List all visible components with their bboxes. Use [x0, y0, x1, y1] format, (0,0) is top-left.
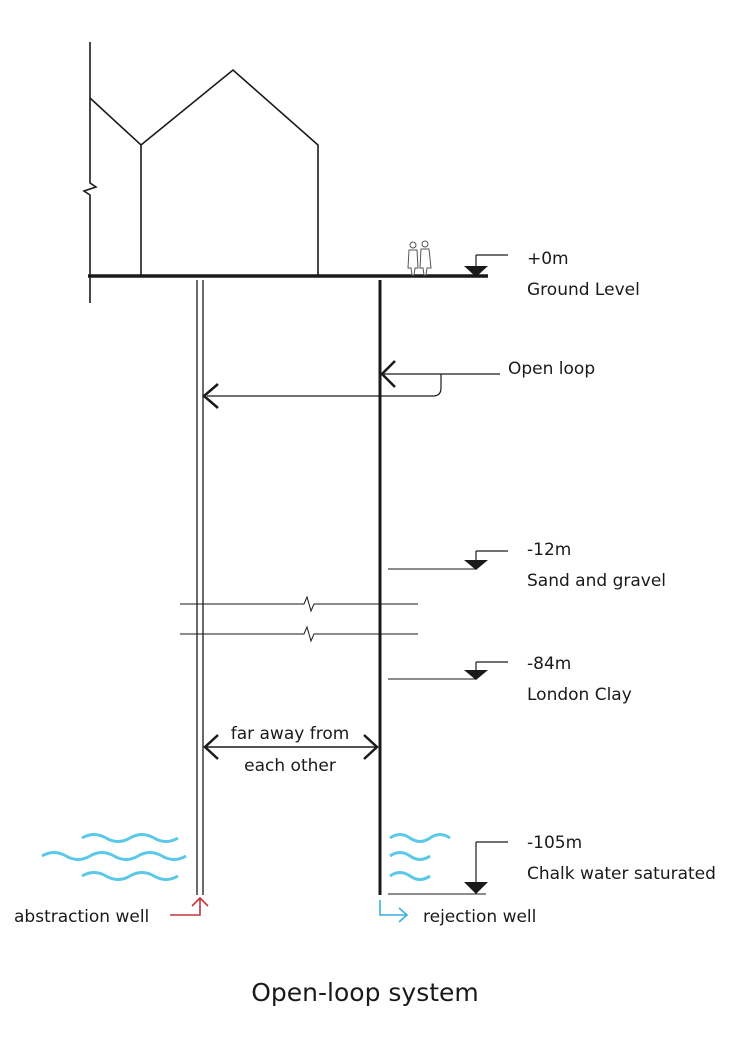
sand-gravel-name: Sand and gravel	[527, 571, 667, 591]
rejection-arrow-icon	[379, 900, 409, 923]
diagram-title: Open-loop system	[251, 978, 479, 1007]
ground-level-name: Ground Level	[527, 280, 640, 300]
chalk-name: Chalk water saturated	[527, 864, 716, 884]
wave-icon	[41, 833, 187, 881]
people-icon	[407, 240, 432, 276]
wave-icon	[389, 833, 451, 881]
break-line-icon	[180, 595, 418, 643]
london-clay-depth: -84m	[527, 654, 572, 674]
chalk-depth: -105m	[527, 833, 583, 853]
building-outline	[82, 42, 319, 303]
rejection-well-label: rejection well	[423, 907, 537, 927]
ground-level-depth: +0m	[527, 249, 569, 269]
level-marker-icon	[464, 254, 508, 277]
sand-gravel-depth: -12m	[527, 540, 572, 560]
level-marker-icon	[388, 661, 508, 680]
abstraction-arrow-icon	[170, 896, 209, 916]
abstraction-well-label: abstraction well	[14, 907, 150, 927]
open-loop-label: Open loop	[508, 359, 596, 379]
level-marker-icon	[388, 841, 508, 895]
level-marker-icon	[388, 550, 508, 570]
distance-label-line2: each other	[244, 756, 336, 776]
open-loop-arrows	[202, 360, 500, 409]
distance-label-line1: far away from	[230, 724, 350, 744]
distance-arrow	[203, 734, 379, 760]
abstraction-well-pipe	[196, 280, 204, 895]
london-clay-name: London Clay	[527, 685, 632, 705]
